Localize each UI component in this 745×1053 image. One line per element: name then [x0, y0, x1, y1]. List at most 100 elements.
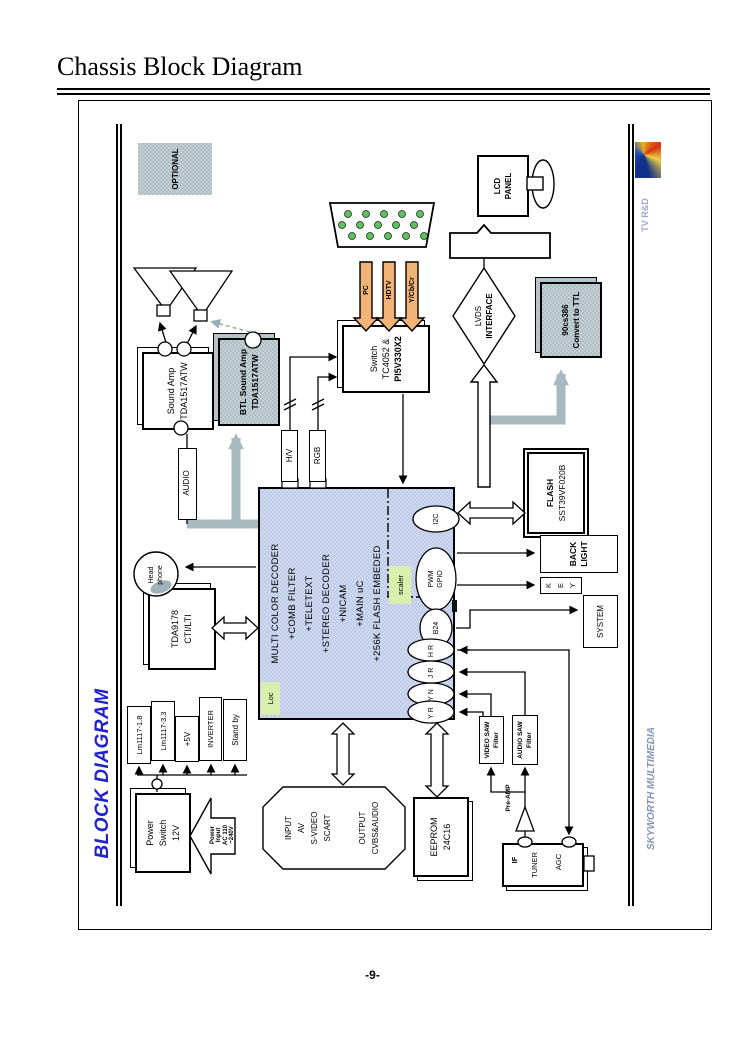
- hv-tag: H/V: [281, 430, 298, 482]
- antenna-connector: [583, 855, 595, 872]
- pc-arrow-shape: [352, 261, 380, 333]
- audio-gray-paths: [187, 369, 569, 529]
- title-underline: [57, 88, 710, 95]
- agc-wire: [457, 649, 574, 836]
- regulator-1v8-label: Lm1117-1.8: [134, 715, 144, 755]
- lcd-pedestal: [449, 223, 551, 259]
- regulator-3v3-box: [151, 701, 175, 761]
- page-title: Chassis Block Diagram: [57, 52, 303, 81]
- chip-text: MULTI COLOR DECODER+COMB FILTER +TELETEX…: [269, 543, 383, 664]
- right-wires: [456, 548, 579, 836]
- diagram-frame: [78, 100, 712, 930]
- amp-pins: [157, 331, 262, 436]
- regulator-3v3-label: Lm1117-3.3: [158, 711, 168, 751]
- lvds-to-ttl-gray-path: [488, 369, 569, 425]
- hdtv-arrow-shape: [375, 261, 403, 333]
- input-pin-3-label: YN: [427, 687, 435, 701]
- key-box: [540, 577, 582, 594]
- pc-arrow-label: PC: [362, 285, 370, 295]
- inner-frame-left: [116, 124, 118, 906]
- skyworth-logo: [635, 142, 661, 178]
- standby-box: [223, 699, 247, 761]
- tuner-name-label: TUNER: [529, 852, 539, 878]
- ycbcr-arrow-label: Y/Cb/Cr: [408, 277, 416, 303]
- inverter-box: [199, 697, 222, 761]
- audio-tag: AUDIO: [178, 448, 197, 520]
- input-pin-2-label: JR: [427, 665, 435, 679]
- headphone-icon: [133, 551, 256, 597]
- brand-label: SKYWORTH MULTIMEDIA: [645, 727, 657, 850]
- inner-frame-right: [628, 124, 630, 906]
- power-switch-box: [135, 793, 191, 873]
- tv-rd-label: TV R&D: [640, 198, 650, 232]
- input-arrows: [352, 261, 426, 333]
- btl-sound-amp-box: [218, 338, 280, 426]
- chip-to-lvds-arrow: [469, 363, 499, 488]
- tda9178-chip-arrow: [211, 615, 259, 641]
- vga-connector-icon: [328, 202, 436, 248]
- ycbcr-arrow-shape: [398, 261, 426, 333]
- inner-frame-left2: [120, 124, 122, 906]
- system-box: [583, 595, 618, 648]
- power-input-arrow: [189, 797, 236, 875]
- loc-tag: Loc: [261, 682, 280, 715]
- input-pin-4-label: YR: [427, 705, 435, 719]
- av-octagon: [262, 786, 406, 870]
- standby-label: Stand by: [230, 714, 240, 746]
- btl-speaker-dashed-wire: [210, 318, 251, 333]
- tuner-if-label: IF: [509, 856, 519, 864]
- ttl-converter-box: [540, 282, 602, 358]
- regulator-5v-label: +5V: [182, 731, 192, 747]
- tuner-box: [502, 843, 584, 887]
- scaler-divider: [387, 489, 452, 598]
- chip-edge-mark: [452, 600, 457, 612]
- tuner-section: [486, 766, 595, 872]
- chip-eeprom-arrow: [424, 722, 450, 798]
- regulator-5v-box: [175, 716, 199, 762]
- system-label: SYSTEM: [596, 605, 605, 638]
- scaler-tag: scaler: [389, 566, 411, 604]
- speaker-icons: [132, 267, 234, 322]
- rgb-tag: RGB: [309, 430, 326, 482]
- optional-box: [138, 143, 212, 195]
- video-saw-box: [479, 716, 504, 764]
- power-rail: [134, 763, 247, 792]
- preamp-triangle: [515, 805, 535, 832]
- optional-label: OPTIONAL: [170, 148, 180, 190]
- inner-frame-right2: [632, 124, 634, 906]
- chip-av-arrow: [330, 722, 356, 786]
- i2c-pin-label: I2C: [432, 513, 440, 525]
- input-pin-1-label: HR: [427, 642, 435, 658]
- i2c-pin: [412, 505, 460, 533]
- page-number: -9-: [365, 968, 380, 982]
- hdtv-arrow-label: HDTV: [385, 280, 393, 300]
- regulator-1v8-box: [127, 706, 151, 764]
- backlight-box: [540, 535, 618, 573]
- chip-flash-double-arrow: [457, 500, 526, 526]
- preamp-label: Pre-AMP: [505, 784, 512, 812]
- block-diagram-banner: BLOCK DIAGRAM: [92, 688, 113, 859]
- lvds-section: [449, 159, 555, 488]
- audio-saw-box: [512, 715, 538, 765]
- tuner-agc-label: AGC: [553, 853, 563, 871]
- eeprom-box: [413, 797, 469, 877]
